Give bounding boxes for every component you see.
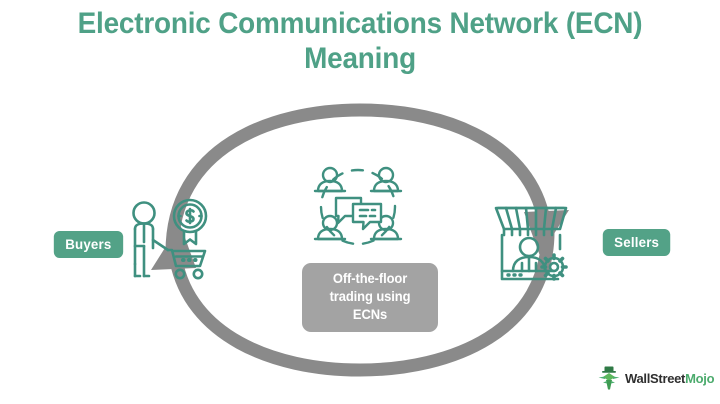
storefront-with-seller-and-gear-icon bbox=[494, 206, 568, 281]
caption-line-3: ECNs bbox=[352, 306, 388, 322]
logo-text: WallStreetMojo bbox=[625, 370, 715, 386]
logo-text-primary: WallStreet bbox=[625, 370, 686, 386]
wallstreetmojo-mascot-icon bbox=[598, 366, 620, 390]
page-title: Electronic Communications Network (ECN) … bbox=[0, 6, 720, 77]
logo-text-accent: Mojo bbox=[685, 370, 715, 386]
center-caption-box: Off-the-floor trading using ECNs bbox=[302, 263, 438, 333]
buyer-with-shopping-cart-and-dollar-coin-icon bbox=[132, 198, 208, 280]
wallstreetmojo-logo: WallStreetMojo bbox=[597, 365, 715, 391]
caption-line-2: trading using bbox=[329, 288, 411, 304]
page-title-line-1: Electronic Communications Network (ECN) bbox=[77, 7, 643, 40]
page-title-line-2: Meaning bbox=[304, 42, 416, 76]
badge-sellers: Sellers bbox=[602, 229, 671, 256]
caption-line-1: Off-the-floor bbox=[332, 271, 408, 286]
badge-buyers: Buyers bbox=[53, 231, 123, 258]
people-network-chat-bubbles-icon bbox=[313, 166, 403, 246]
